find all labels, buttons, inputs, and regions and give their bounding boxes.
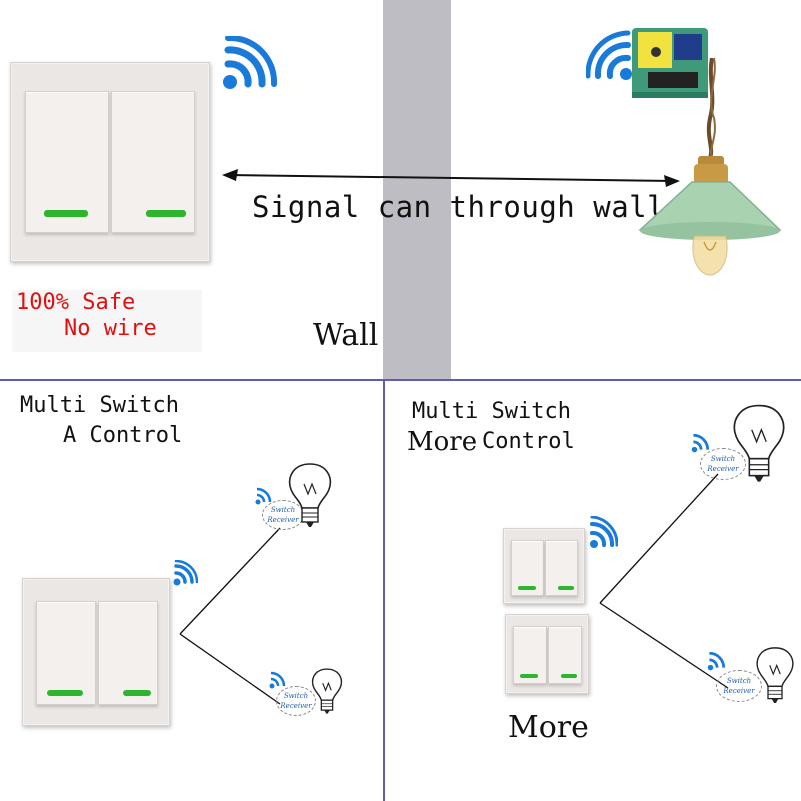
- receiver-badge: Switch Receiver: [700, 448, 746, 480]
- right-title-line-1: Multi Switch: [412, 399, 571, 424]
- wall-switch-c: [505, 614, 589, 694]
- left-title-line-2: A Control: [63, 423, 183, 448]
- light-bulb-icon: [733, 404, 785, 482]
- led-indicator: [44, 210, 88, 217]
- switch-rocker-left[interactable]: [25, 91, 109, 233]
- receiver-badge: Switch Receiver: [716, 670, 762, 702]
- led-indicator: [47, 690, 83, 696]
- receiver-badge-line-1: Switch: [283, 692, 309, 700]
- led-indicator: [558, 586, 574, 590]
- wifi-icon: [173, 560, 198, 586]
- receiver-module-icon: [632, 28, 708, 98]
- receiver-badge-line-2: Receiver: [267, 516, 299, 524]
- right-title-more: More: [407, 427, 478, 457]
- switch-rocker-left[interactable]: [513, 626, 547, 684]
- left-title-line-1: Multi Switch: [20, 393, 179, 418]
- light-bulb-icon: [288, 463, 332, 527]
- switch-rocker-left[interactable]: [36, 601, 96, 705]
- receiver-badge-line-1: Switch: [726, 677, 752, 685]
- receiver-badge: Switch Receiver: [276, 686, 316, 716]
- led-indicator: [520, 674, 538, 678]
- right-title-control: Control: [482, 429, 575, 454]
- switch-rocker-right[interactable]: [545, 540, 578, 596]
- wifi-icon: [707, 651, 726, 671]
- receiver-badge-line-1: Switch: [710, 455, 736, 463]
- led-indicator: [518, 586, 536, 590]
- switch-rocker-right[interactable]: [98, 601, 158, 705]
- signal-caption: Signal can through wall: [252, 190, 666, 224]
- pendant-lamp-icon: [638, 58, 782, 276]
- wall-label: Wall: [313, 318, 379, 353]
- wifi-icon: [269, 671, 286, 689]
- receiver-badge-line-2: Receiver: [280, 702, 312, 710]
- wifi-icon: [255, 487, 272, 505]
- wall: [383, 0, 451, 380]
- safe-line-2: No wire: [64, 316, 157, 341]
- switch-rocker-right[interactable]: [548, 626, 582, 684]
- receiver-badge-line-2: Receiver: [723, 687, 755, 695]
- switch-rocker-left[interactable]: [511, 540, 544, 596]
- wifi-icon: [590, 516, 618, 548]
- light-bulb-icon: [311, 668, 343, 714]
- safe-line-1: 100% Safe: [16, 290, 136, 315]
- wall-switch-a: [22, 578, 170, 726]
- safe-badge: 100% Safe No wire: [12, 290, 202, 352]
- double-arrow-icon: [222, 169, 680, 187]
- light-bulb-icon: [756, 647, 794, 703]
- wifi-icon: [691, 433, 710, 453]
- led-indicator: [561, 674, 577, 678]
- wall-switch-b: [503, 528, 585, 604]
- switch-rocker-right[interactable]: [111, 91, 195, 233]
- led-indicator: [146, 210, 186, 217]
- section-divider-horizontal: [0, 379, 801, 381]
- receiver-badge-line-2: Receiver: [707, 465, 739, 473]
- wifi-icon: [223, 36, 278, 89]
- more-label: More: [508, 710, 589, 745]
- section-divider-vertical: [383, 380, 385, 801]
- receiver-badge-line-1: Switch: [270, 506, 296, 514]
- wifi-icon: [586, 30, 632, 80]
- wall-switch-large: [10, 62, 210, 262]
- led-indicator: [123, 690, 151, 696]
